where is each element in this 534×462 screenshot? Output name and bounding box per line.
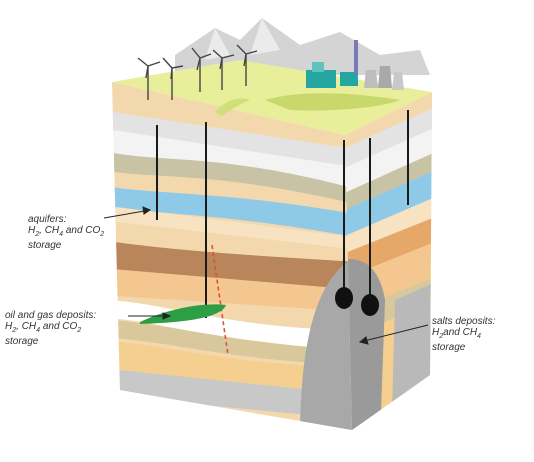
oil-gas-deposit: [140, 304, 226, 324]
right-face-strata: [345, 92, 432, 430]
fault-line: [211, 244, 229, 356]
salts-label-title: salts deposits:: [432, 316, 496, 327]
wind-turbine-icon: [137, 44, 258, 100]
oil-gas-label-gases: H2, CH4 and CO2: [5, 321, 82, 334]
salt-cavern-icon: [335, 287, 379, 316]
salts-label: salts deposits: H2and CH4 storage: [432, 316, 495, 353]
aquifers-label-title: aquifers:: [28, 214, 67, 225]
oil-gas-label-title: oil and gas deposits:: [5, 310, 97, 321]
aquifers-label-storage: storage: [28, 240, 62, 251]
aquifers-label-gases: H2, CH4 and CO2: [28, 225, 105, 238]
label-pointers: [103, 206, 429, 345]
aquifers-label: aquifers: H2, CH4 and CO2 storage: [28, 214, 104, 251]
power-plant-icon: [306, 40, 404, 90]
well-icon: [156, 110, 409, 318]
oil-gas-label-storage: storage: [5, 336, 39, 347]
oil-gas-label: oil and gas deposits: H2, CH4 and CO2 st…: [5, 310, 96, 347]
salts-label-storage: storage: [432, 342, 466, 353]
salts-label-gases: H2and CH4: [432, 327, 481, 340]
